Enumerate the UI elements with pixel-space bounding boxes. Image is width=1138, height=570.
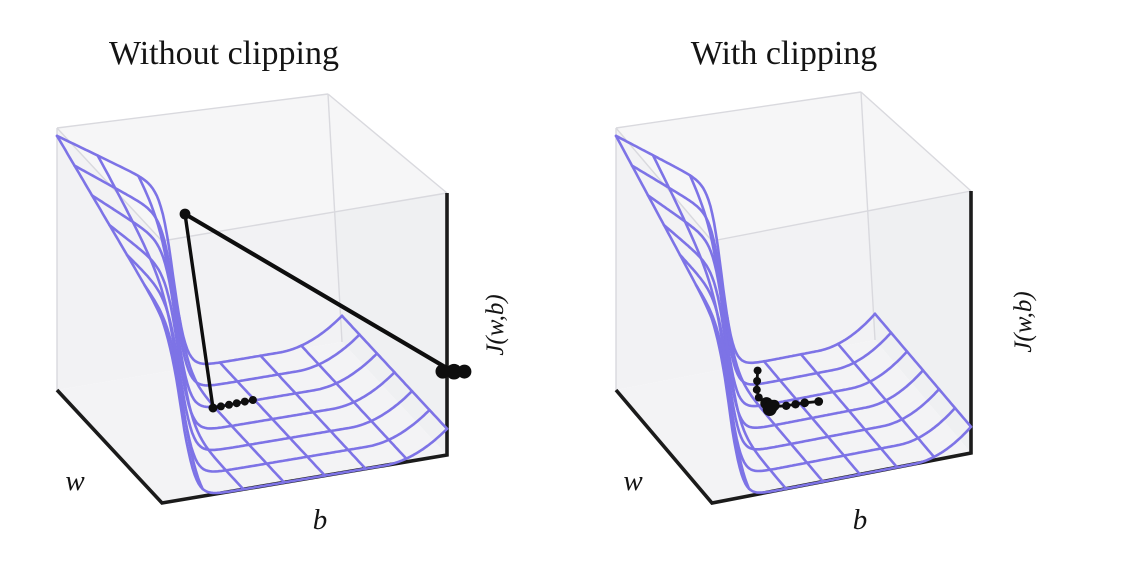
b-axis-label: b (853, 504, 868, 536)
gradient-descent-trajectory (752, 366, 824, 416)
surface-grid-line (218, 361, 327, 477)
box-edge (56, 93, 329, 129)
trajectory-dot (225, 400, 233, 409)
trajectory-dot (782, 401, 791, 410)
trajectory-dot (752, 385, 761, 394)
surface-grid-line (177, 314, 286, 484)
surface-grid-line (710, 317, 973, 494)
trajectory-dot (457, 364, 472, 379)
surface-grid-line (108, 223, 396, 430)
trajectory-dot (753, 377, 762, 385)
surface-grid-line (340, 314, 449, 431)
surface-grid-line (873, 312, 973, 429)
surface-grid-line (137, 174, 245, 491)
box-edge (327, 93, 343, 343)
surface-grid-line (55, 134, 164, 321)
axes-box (614, 91, 973, 505)
trajectory-line (182, 211, 457, 375)
j-axis-label: J(w,b) (482, 294, 509, 355)
trajectory-dot (179, 208, 191, 220)
trajectory-dot (435, 364, 450, 379)
panel-without-clipping: Without clipping w b J(w,b) (55, 35, 509, 536)
surface-grid-line (836, 342, 936, 459)
panel-title: Without clipping (109, 35, 339, 72)
trajectory-dot (208, 403, 218, 413)
panel-title: With clipping (691, 35, 878, 72)
b-axis-label: b (313, 504, 328, 536)
surface-grid-line (614, 134, 714, 321)
surface-grid-line (73, 164, 361, 387)
trajectory-dot (800, 398, 810, 408)
surface-grid-line (614, 134, 877, 365)
gradient-descent-trajectory (179, 208, 472, 413)
panel-with-clipping: With clipping w b J(w,b) (614, 35, 1037, 536)
surface-grid-line (651, 154, 751, 490)
trajectory-dot (753, 366, 762, 375)
surface-grid-line (143, 283, 431, 473)
surface-grid-line (55, 134, 344, 366)
box-edge (711, 190, 972, 242)
trajectory-dot (216, 402, 225, 411)
box-edge (327, 93, 448, 194)
cost-surface-wireframe (55, 134, 449, 495)
trajectory-line (183, 212, 215, 410)
trajectory-dot (248, 396, 257, 404)
w-axis-label: w (65, 465, 85, 497)
axes-box (55, 93, 449, 505)
trajectory-dot (232, 399, 241, 408)
surface-grid-line (630, 164, 893, 386)
trajectory-dot (754, 393, 763, 402)
j-axis-label: J(w,b) (1010, 291, 1037, 352)
pane-top (616, 92, 971, 241)
surface-grid-line (725, 313, 825, 483)
pane-top (57, 94, 447, 241)
trajectory-dot (791, 400, 800, 409)
surface-grid-line (160, 317, 449, 495)
box-edge (860, 91, 972, 192)
trajectory-dot (814, 397, 824, 406)
trajectory-dot (446, 363, 462, 380)
box-edge (615, 91, 862, 129)
surface-grid-line (259, 354, 367, 470)
surface-grid-line (688, 174, 788, 490)
surface-grid-line (762, 360, 862, 476)
surface-grid-line (662, 223, 925, 429)
w-axis-label: w (623, 465, 643, 497)
box-edge (860, 91, 876, 341)
surface-grid-line (300, 344, 408, 460)
trajectory-dot (762, 402, 777, 416)
surface-grid-line (799, 353, 899, 469)
trajectory-dot (240, 397, 249, 406)
surface-grid-line (96, 154, 204, 491)
box-edge (161, 192, 448, 242)
